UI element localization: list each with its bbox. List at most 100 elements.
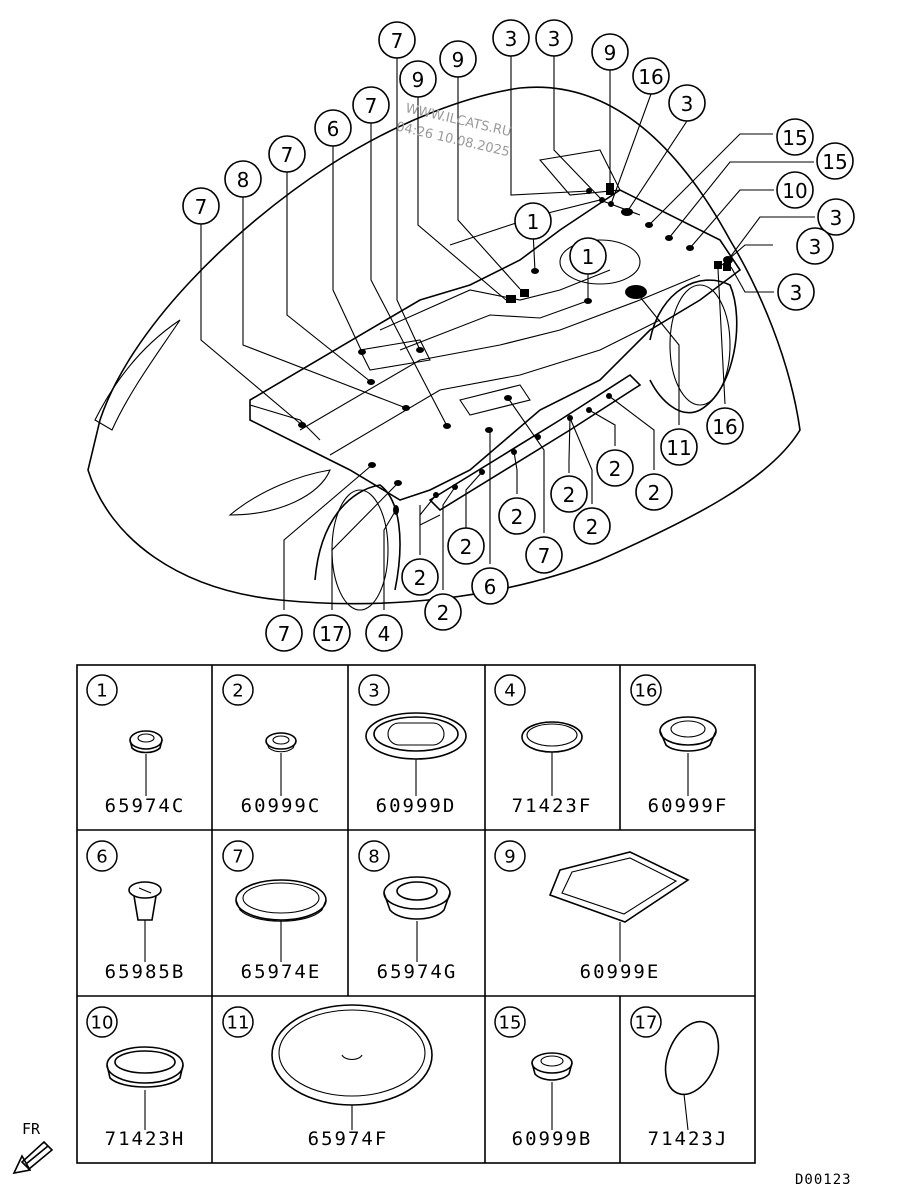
- callout-label: 8: [237, 168, 250, 192]
- callout-3: 3: [492, 19, 530, 57]
- part-16-sketch: [659, 716, 717, 796]
- part-11-sketch: [271, 1004, 433, 1130]
- part-catalog-number[interactable]: 60999E: [580, 961, 661, 983]
- callout-circle: [182, 187, 220, 225]
- callout-circle: [573, 507, 611, 545]
- callout-9: 9: [591, 33, 629, 71]
- callout-circle: [424, 593, 462, 631]
- callout-label: 4: [378, 622, 391, 646]
- callout-label: 6: [327, 117, 340, 141]
- part-cell-4: 4 71423F: [494, 674, 593, 817]
- callout-circle: [816, 142, 854, 180]
- part-cell-15: 15 60999B: [494, 1006, 593, 1150]
- part-catalog-number[interactable]: 65974F: [308, 1128, 389, 1150]
- callout-label: 9: [412, 68, 425, 92]
- leader-lines: [200, 56, 815, 610]
- callout-1: 1: [514, 202, 552, 240]
- callout-label: 10: [782, 179, 807, 203]
- callout-circle: [776, 118, 814, 156]
- callout-label: 2: [586, 515, 599, 539]
- part-catalog-number[interactable]: 60999D: [376, 795, 457, 817]
- part-catalog-number[interactable]: 65974G: [377, 961, 458, 983]
- part-catalog-number[interactable]: 71423J: [648, 1128, 729, 1150]
- part-17-sketch: [664, 1020, 720, 1131]
- callout-circle: [777, 273, 815, 311]
- front-label: FR: [22, 1120, 41, 1138]
- front-direction-indicator: FR: [12, 1120, 54, 1175]
- callout-3: 3: [777, 273, 815, 311]
- part-number: 4: [504, 681, 515, 702]
- callout-circle: [514, 202, 552, 240]
- part-15-sketch: [531, 1052, 573, 1130]
- callout-7: 7: [265, 614, 303, 652]
- callout-circle: [535, 19, 573, 57]
- callout-4: 4: [365, 614, 403, 652]
- callout-9: 9: [399, 60, 437, 98]
- part-1-sketch: [129, 730, 163, 796]
- callout-label: 7: [538, 544, 551, 568]
- part-number: 1: [96, 681, 107, 702]
- callout-label: 2: [609, 457, 622, 481]
- callout-circle: [817, 198, 855, 236]
- part-catalog-number[interactable]: 71423H: [105, 1128, 186, 1150]
- callout-7: 7: [525, 536, 563, 574]
- part-catalog-number[interactable]: 65974E: [241, 961, 322, 983]
- callout-15: 15: [816, 142, 854, 180]
- part-catalog-number[interactable]: 65974C: [105, 795, 186, 817]
- parts-table: [76, 664, 756, 1164]
- part-catalog-number[interactable]: 65985B: [105, 961, 186, 983]
- callout-label: 3: [681, 92, 694, 116]
- callout-circle: [268, 135, 306, 173]
- callout-circle: [471, 567, 509, 605]
- callout-3: 3: [668, 84, 706, 122]
- part-sketches: [106, 712, 720, 1131]
- part-cell-8: 8 65974G: [358, 840, 458, 983]
- callout-circle: [399, 60, 437, 98]
- part-9-sketch: [548, 851, 690, 962]
- part-number-circle: [86, 1006, 118, 1038]
- part-cell-2: 2 60999C: [222, 674, 322, 817]
- callout-circle: [525, 536, 563, 574]
- part-catalog-number[interactable]: 71423F: [512, 795, 593, 817]
- callout-6: 6: [471, 567, 509, 605]
- callout-circle: [668, 84, 706, 122]
- diagram-code: D00123: [795, 1172, 852, 1187]
- callout-11: 11: [660, 428, 698, 466]
- part-number: 9: [504, 847, 515, 868]
- callout-7: 7: [378, 21, 416, 59]
- part-number-circle: [494, 674, 526, 706]
- part-number-circle: [358, 840, 390, 872]
- callout-label: 9: [604, 41, 617, 65]
- part-number-circle: [494, 840, 526, 872]
- callout-2: 2: [635, 473, 673, 511]
- callout-label: 6: [484, 575, 497, 599]
- callout-circle: [492, 19, 530, 57]
- callout-label: 1: [527, 210, 540, 234]
- part-catalog-number[interactable]: 60999B: [512, 1128, 593, 1150]
- callout-circle: [796, 227, 834, 265]
- part-cell-9: 9 60999E: [494, 840, 661, 983]
- callout-label: 2: [437, 601, 450, 625]
- part-number-circle: [222, 840, 254, 872]
- part-catalog-number[interactable]: 60999F: [648, 795, 729, 817]
- callout-circle: [660, 428, 698, 466]
- callout-label: 2: [460, 535, 473, 559]
- callout-circle: [635, 473, 673, 511]
- callout-2: 2: [447, 527, 485, 565]
- callout-label: 3: [505, 27, 518, 51]
- part-number: 15: [499, 1013, 522, 1034]
- callout-10: 10: [776, 171, 814, 209]
- part-number-circle: [358, 674, 390, 706]
- part-catalog-number[interactable]: 60999C: [241, 795, 322, 817]
- callout-label: 17: [319, 622, 344, 646]
- callout-circle: [498, 497, 536, 535]
- front-arrow-icon: [12, 1145, 49, 1175]
- part-number: 8: [368, 847, 379, 868]
- part-number: 2: [232, 681, 243, 702]
- watermark: WWW.ILCATS.RU 04:26 10.08.2025: [395, 101, 513, 160]
- callout-circle: [401, 558, 439, 596]
- callout-circle: [776, 171, 814, 209]
- callout-2: 2: [573, 507, 611, 545]
